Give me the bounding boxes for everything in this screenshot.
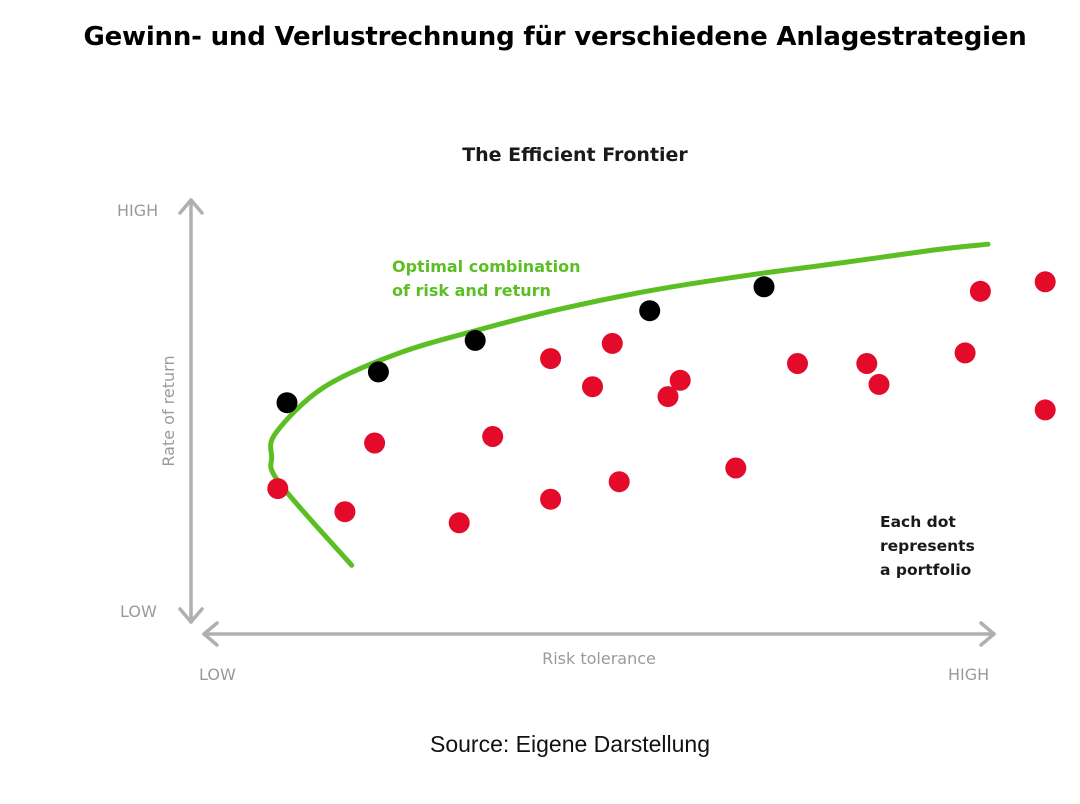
portfolio-dot-11 [657,386,679,408]
portfolio-dots [267,271,1056,534]
portfolio-dot-18 [969,280,991,302]
portfolio-dot-8 [582,376,603,398]
y-axis-arrow-bottom [178,607,204,624]
portfolio-dot-4 [448,512,470,534]
chart-title: The Efficient Frontier [462,144,688,166]
x-axis-high-label: HIGH [948,665,989,684]
portfolio-dot-14 [787,353,808,374]
frontier-annotation-line-1: Optimal combination [392,257,581,276]
y-axis-low-label: LOW [120,602,157,621]
y-axis-arrow-top [178,198,204,215]
portfolio-dot-9 [601,332,623,354]
portfolio-dot-13 [725,457,747,479]
portfolio-dot-7 [540,488,562,510]
portfolio-dot-19 [1034,271,1056,293]
dots-annotation-line-1: Each dot [880,513,956,531]
frontier-annotation-line-2: of risk and return [392,281,551,300]
optimal-portfolio-dot-4 [639,300,661,322]
page-title: Gewinn- und Verlustrechnung für verschie… [83,22,1027,52]
portfolio-dot-6 [540,348,562,370]
x-axis [202,621,996,647]
portfolio-dot-16 [868,373,890,395]
optimal-portfolio-dot-3 [464,329,486,351]
portfolio-dot-2 [334,501,356,523]
source-note: Source: Eigene Darstellung [430,731,710,757]
portfolio-dot-3 [364,432,386,454]
dots-annotation: Each dot represents a portfolio [880,513,980,579]
dots-annotation-line-2: represents [880,537,975,555]
optimal-portfolio-dot-1 [276,392,298,414]
x-axis-arrow-right [979,621,996,647]
portfolio-dot-20 [1034,399,1056,421]
y-axis-title: Rate of return [159,355,178,466]
x-axis-arrow-left [202,621,219,647]
frontier-curve [268,241,991,568]
optimal-portfolio-dot-5 [753,276,775,298]
x-axis-title: Risk tolerance [542,649,656,668]
portfolio-dot-12 [669,369,691,391]
frontier-annotation: Optimal combination of risk and return [392,257,586,300]
x-axis-low-label: LOW [199,665,236,684]
optimal-dots [276,276,775,414]
portfolio-dot-1 [267,478,289,500]
dots-annotation-line-3: a portfolio [880,561,971,579]
portfolio-dot-15 [856,353,878,374]
y-axis [178,198,204,624]
portfolio-dot-17 [954,342,976,364]
portfolio-dot-10 [608,471,630,493]
portfolio-dot-5 [482,426,504,447]
optimal-portfolio-dot-2 [367,361,389,383]
efficient-frontier-chart: The Efficient Frontier HIGH LOW LOW HIGH… [117,144,1056,684]
y-axis-high-label: HIGH [117,201,158,220]
